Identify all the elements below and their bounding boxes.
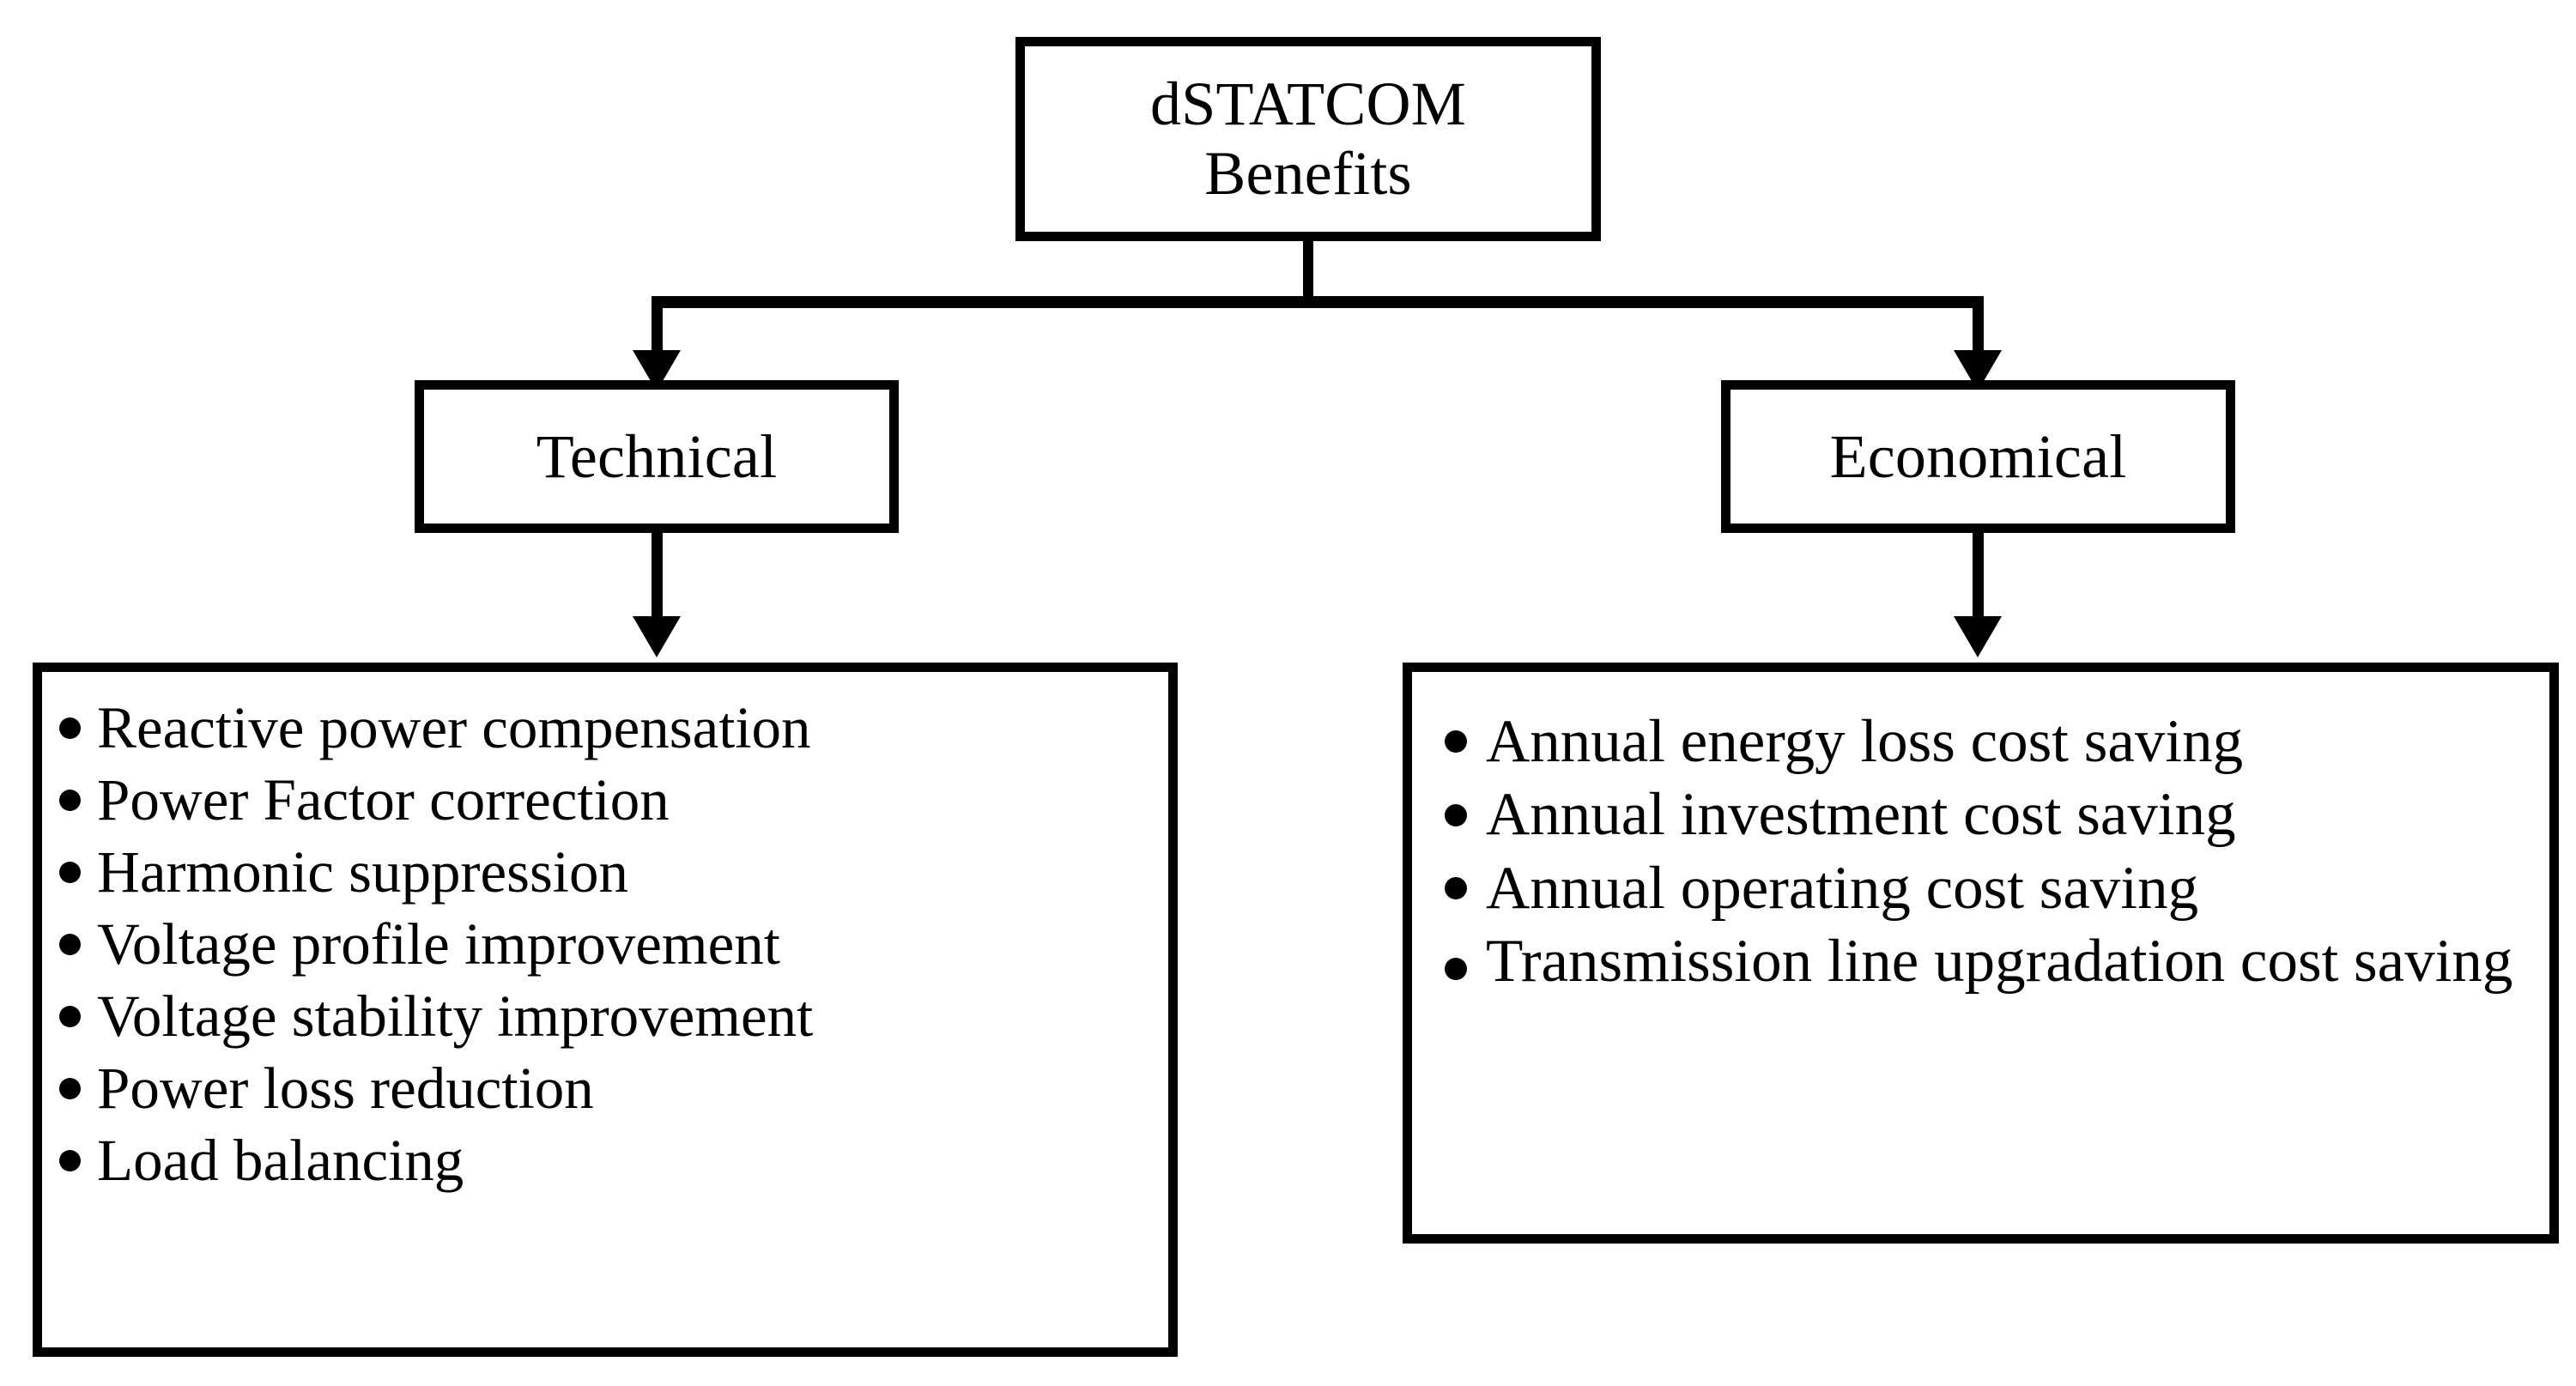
bullet-dot-icon [59,1149,81,1171]
connector-branch-bus [652,296,1984,308]
bullet-dot-icon [1445,730,1467,754]
bullet-dot-icon [59,789,81,811]
arrowhead-technical-list-icon [633,616,681,657]
node-economical: Economical [1721,380,2235,533]
bullet-dot-icon [59,861,81,883]
bullet-dot-icon [59,933,81,955]
connector-root-stem [1303,241,1313,306]
list-item-label: Annual operating cost saving [1486,854,2199,922]
list-item: Power loss reduction [58,1055,1155,1123]
list-item: Voltage stability improvement [58,983,1155,1050]
node-dstatcom-benefits: dSTATCOM Benefits [1015,37,1601,241]
node-dstatcom-benefits-label: dSTATCOM Benefits [1150,70,1466,208]
list-item-label: Power Factor correction [97,767,670,832]
bullet-dot-icon [1445,958,1467,981]
list-item: Harmonic suppression [58,838,1155,906]
connector-drop-economical [1973,302,1984,355]
economical-benefits-box: Annual energy loss cost saving Annual in… [1403,663,2559,1244]
bullet-dot-icon [59,1005,81,1027]
list-item: Voltage profile improvement [58,911,1155,978]
list-item-label: Reactive power compensation [97,695,811,760]
node-technical: Technical [415,380,899,533]
technical-benefits-box: Reactive power compensation Power Factor… [33,663,1178,1357]
list-item-label: Voltage profile improvement [97,911,780,977]
node-economical-label: Economical [1829,421,2127,491]
list-item: Annual operating cost saving [1441,853,2536,923]
list-item-label: Voltage stability improvement [97,984,814,1049]
connector-drop-technical [652,302,663,355]
bullet-dot-icon [59,717,81,739]
bullet-dot-icon [1445,876,1467,899]
node-technical-label: Technical [536,421,778,491]
list-item: Load balancing [58,1127,1155,1195]
list-item-label: Power loss reduction [97,1056,594,1121]
list-item: Annual investment cost saving [1441,779,2536,850]
connector-stem-technical-list [652,533,663,620]
technical-benefits-list: Reactive power compensation Power Factor… [58,694,1155,1195]
list-item: Annual energy loss cost saving [1441,706,2536,777]
list-item-label: Annual investment cost saving [1486,781,2236,849]
economical-benefits-list: Annual energy loss cost saving Annual in… [1441,706,2536,996]
connector-stem-economical-list [1973,533,1984,620]
arrowhead-economical-list-icon [1954,616,2002,657]
list-item-label: Transmission line upgradation cost savin… [1486,928,2513,996]
list-item-label: Harmonic suppression [97,839,628,905]
bullet-dot-icon [1445,803,1467,826]
list-item: Transmission line upgradation cost savin… [1441,926,2536,996]
list-item-label: Load balancing [97,1128,464,1193]
list-item: Power Factor correction [58,766,1155,834]
list-item: Reactive power compensation [58,694,1155,762]
list-item-label: Annual energy loss cost saving [1486,708,2244,775]
bullet-dot-icon [59,1077,81,1099]
